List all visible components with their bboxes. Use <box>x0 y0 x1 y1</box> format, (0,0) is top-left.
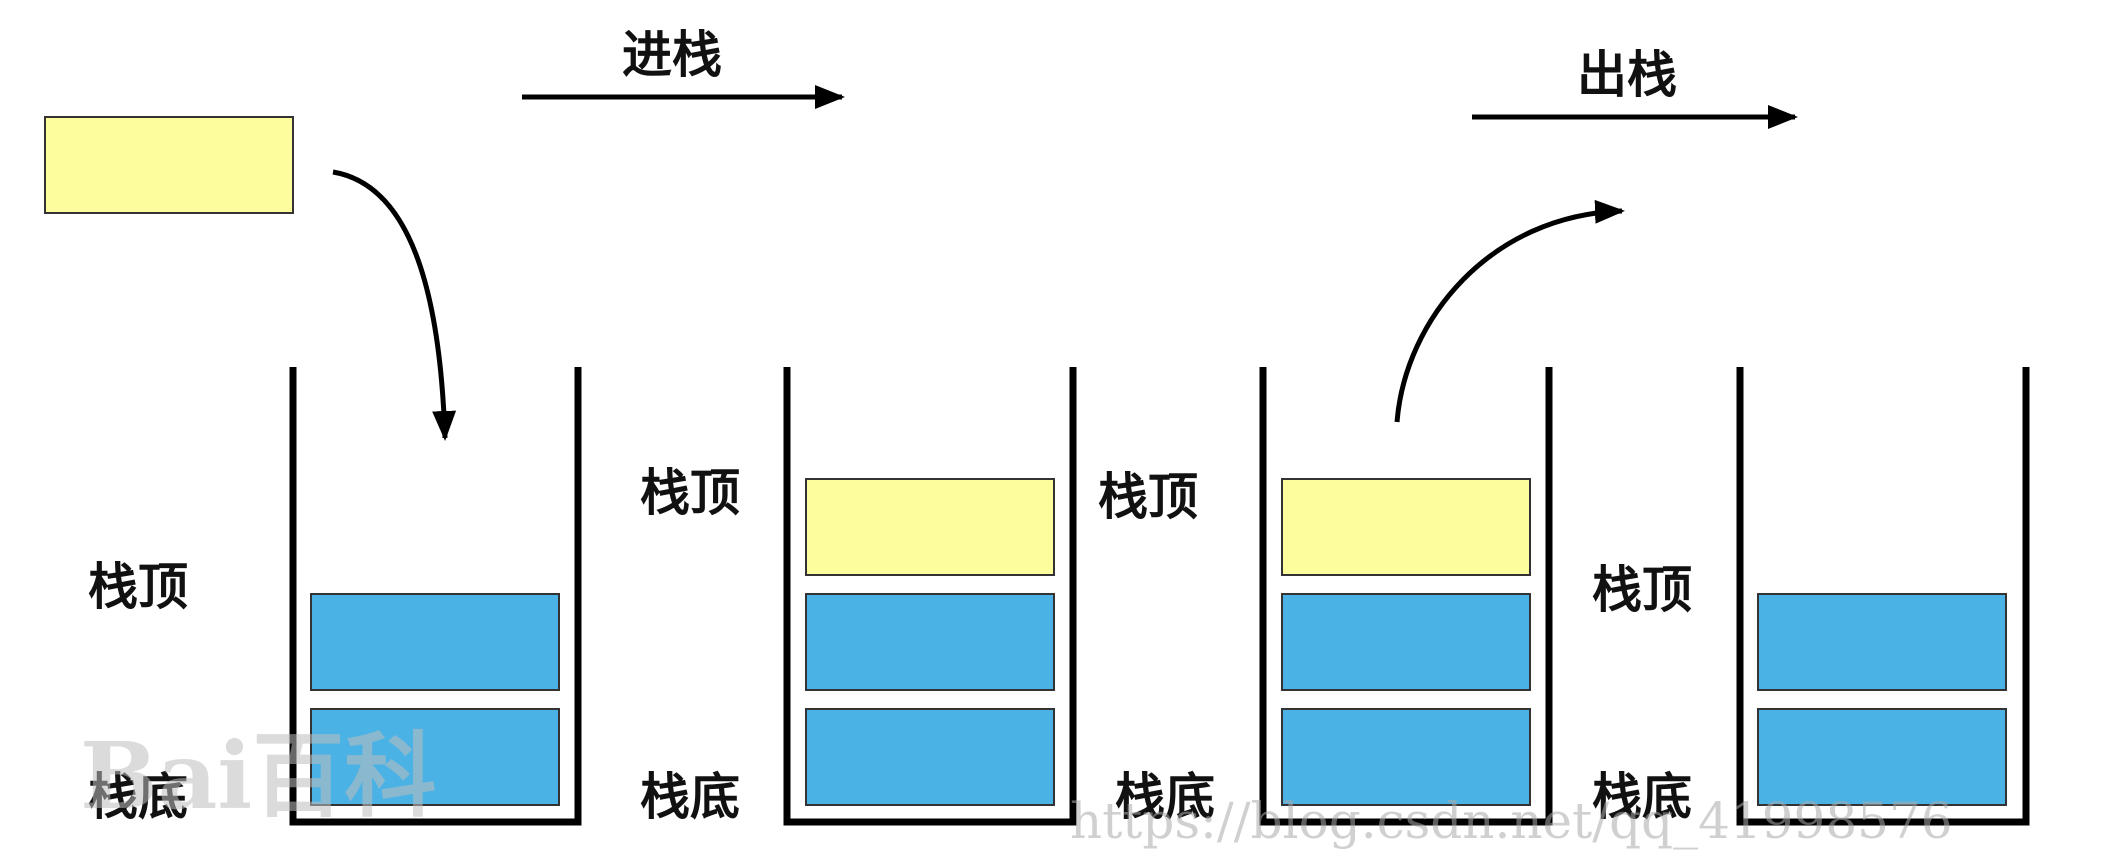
stack-bottom-label-4: 栈底 <box>1592 767 1692 826</box>
stack-bottom-label-1: 栈底 <box>88 767 188 826</box>
stack-container-4 <box>1736 367 2030 826</box>
stack-element <box>310 708 560 806</box>
stack-top-label-2: 栈顶 <box>640 463 740 522</box>
stack-element <box>310 593 560 691</box>
stack-top-label-4: 栈顶 <box>1592 560 1692 619</box>
stack-top-label-3: 栈顶 <box>1098 467 1198 526</box>
stack-container-1 <box>289 367 582 826</box>
stack-element-new <box>805 478 1055 576</box>
stack-bottom-label-2: 栈底 <box>640 767 740 826</box>
stack-element <box>1757 708 2007 806</box>
stack-element-top <box>1281 478 1531 576</box>
pop-curve-arrow <box>1394 199 1625 423</box>
push-label: 进栈 <box>622 25 722 84</box>
stack-container-3 <box>1259 367 1553 826</box>
stack-element <box>1281 593 1531 691</box>
incoming-element <box>44 116 294 214</box>
stack-container-2 <box>783 367 1077 826</box>
pop-label: 出栈 <box>1577 45 1677 104</box>
push-curve-arrow <box>332 169 457 441</box>
stack-element <box>1281 708 1531 806</box>
stack-bottom-label-3: 栈底 <box>1115 767 1215 826</box>
stack-element <box>805 708 1055 806</box>
stack-top-label-1: 栈顶 <box>88 557 188 616</box>
stack-element <box>805 593 1055 691</box>
stack-element <box>1757 593 2007 691</box>
